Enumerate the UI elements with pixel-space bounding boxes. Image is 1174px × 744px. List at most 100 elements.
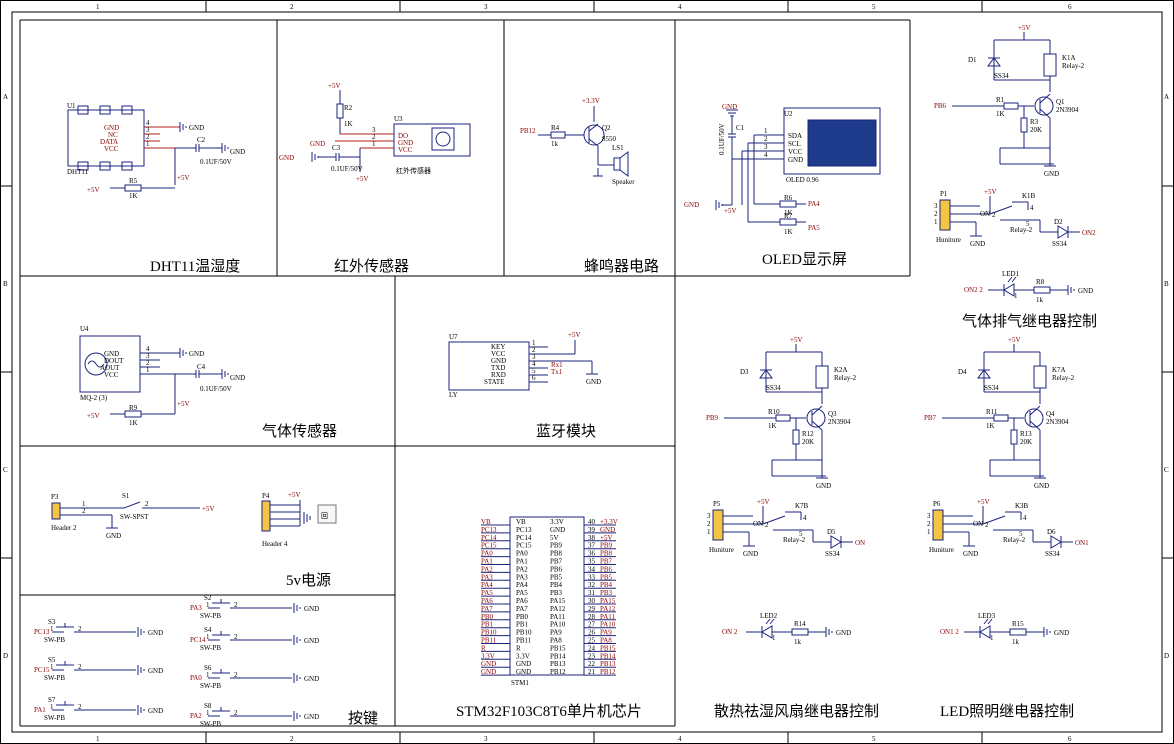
mcu-right-pin: 5V — [550, 534, 559, 542]
relay-net: PB6 — [934, 102, 947, 110]
oled-ref: U2 — [784, 110, 793, 118]
mcu-left-net: GND — [481, 668, 496, 676]
mcu-right-pin: PB8 — [550, 550, 563, 558]
relay-p-gnd: GND — [963, 550, 978, 558]
led-gnd: GND — [836, 629, 851, 637]
oled-cap-ref: C1 — [736, 124, 745, 132]
mcu-left-pin: PA4 — [516, 581, 528, 589]
relay-p-gnd: GND — [970, 240, 985, 248]
bt-pin-rxd: RXD — [491, 371, 506, 379]
relay-r2-val: 20K — [802, 438, 814, 446]
bt-pin-key: KEY — [491, 343, 505, 351]
mcu-left-net: PA2 — [481, 565, 493, 573]
key-ref: S2 — [204, 594, 212, 602]
buzzer-q-ref: Q2 — [602, 124, 611, 132]
relay-d-val: SS34 — [984, 384, 999, 392]
grid-row-a-right: A — [1164, 93, 1169, 101]
relay-p-vcc: +5V — [757, 498, 770, 506]
mcu-left-net: PA1 — [481, 558, 493, 566]
relay-kb-pin5: 5 — [1019, 530, 1023, 538]
key-part: SW-PB — [200, 682, 221, 690]
mcu-left-pin: PA2 — [516, 565, 528, 573]
dht11-pin-gnd: GND — [104, 124, 119, 132]
led-pin1: 1 — [772, 634, 776, 642]
mcu-left-net: PA7 — [481, 605, 493, 613]
dht11-pin3: 3 — [146, 126, 150, 134]
mcu-ref: STM1 — [511, 679, 529, 687]
key-pin1: 1 — [50, 625, 54, 633]
led-net: ON 2 — [722, 628, 738, 636]
gas-res-vcc: +5V — [87, 412, 100, 420]
dht11-pin1: 1 — [146, 140, 150, 148]
mcu-left-pin: 3.3V — [516, 652, 530, 660]
mcu-right-pin: PB15 — [550, 644, 566, 652]
mcu-left-pin: PA1 — [516, 558, 528, 566]
oled-pa4: PA4 — [808, 200, 820, 208]
mcu-right-net: PB13 — [600, 660, 616, 668]
mcu-right-num: 33 — [588, 573, 596, 581]
mcu-right-net: PB4 — [600, 581, 613, 589]
ir-pin-vcc: VCC — [398, 146, 413, 154]
gas-pin3: 3 — [146, 352, 150, 360]
relay-d-val: SS34 — [766, 384, 781, 392]
relay-k-val: Relay-2 — [1052, 374, 1075, 382]
column-ruler-bottom: 1 2 3 4 5 6 — [96, 732, 1072, 744]
led-relay-title: LED照明继电器控制 — [940, 703, 1074, 720]
relay-header — [939, 199, 951, 231]
key-part: SW-PB — [200, 720, 221, 728]
led-relay-circuit: +5VK7ARelay-2D4SS34PB7R111KR1320KQ42N390… — [924, 336, 1089, 558]
bt-vcc: +5V — [568, 331, 581, 339]
mcu-right-num: 22 — [588, 660, 596, 668]
bt-ref: U7 — [449, 333, 458, 341]
bt-body — [448, 341, 530, 391]
key-part: SW-PB — [200, 644, 221, 652]
led-pin1: 1 — [990, 634, 994, 642]
mcu-right-num: 38 — [588, 534, 596, 542]
relay-vcc: +5V — [1008, 336, 1021, 344]
grid-col-5: 5 — [872, 3, 876, 11]
mcu-right-net: PA12 — [600, 605, 616, 613]
mcu-right-pin: PB3 — [550, 589, 563, 597]
relay-k-ref: K1A — [1062, 54, 1076, 62]
key-ground — [137, 705, 145, 715]
grid-row-c: C — [3, 466, 8, 474]
s1-part: SW-SPST — [120, 513, 149, 521]
gas-section: U4 MQ-2 (3) GND DOUT AOUT VCC 4 3 2 1 GN… — [79, 325, 337, 440]
gas-relay-title: 气体排气继电器控制 — [962, 313, 1097, 330]
relay-d-ref: D1 — [968, 56, 977, 64]
key-gnd: GND — [304, 605, 319, 613]
bt-pin1: 1 — [532, 339, 536, 347]
grid-col-4-bottom: 4 — [678, 735, 682, 743]
mcu-right-net: PB5 — [600, 573, 613, 581]
relay-kb-ref: K1B — [1022, 192, 1036, 200]
relay-d2-ref: D6 — [1047, 528, 1056, 536]
key-part: SW-PB — [44, 714, 65, 722]
key-part: SW-PB — [200, 612, 221, 620]
relay-q-val: 2N3904 — [828, 418, 851, 426]
ir-pin-do: DO — [398, 132, 408, 140]
dht11-pin4: 4 — [146, 119, 150, 127]
bt-pin6: 6 — [532, 374, 536, 382]
relay-vcc: +5V — [790, 336, 803, 344]
relay-r2-ref: R3 — [1030, 118, 1039, 126]
key-ground — [293, 635, 301, 645]
relay-k-val: Relay-2 — [1062, 62, 1085, 70]
oled-gnd-top: GND — [722, 103, 737, 111]
grid-col-2: 2 — [290, 3, 294, 11]
mcu-right-net: PB8 — [600, 550, 613, 558]
mcu-right-num: 32 — [588, 581, 596, 589]
power-gnd: GND — [106, 532, 121, 540]
dht11-res-val: 1K — [129, 192, 138, 200]
mcu-right-net: PB15 — [600, 644, 616, 652]
relay-d2-val: SS34 — [825, 550, 840, 558]
buzzer-res-val: 1k — [551, 140, 559, 148]
p4-component-tag — [317, 504, 337, 524]
bt-pin-state: STATE — [484, 378, 504, 386]
mcu-left-net: PB1 — [481, 621, 494, 629]
gas-pin1: 1 — [146, 366, 150, 374]
mcu-right-net: PB3 — [600, 589, 613, 597]
power-section: P3 Header 2 1 2 GND S1 2 SW-SPST +5V P4 … — [51, 491, 337, 589]
relay-k-ref: K2A — [834, 366, 848, 374]
mcu-right-net: PA8 — [600, 637, 612, 645]
